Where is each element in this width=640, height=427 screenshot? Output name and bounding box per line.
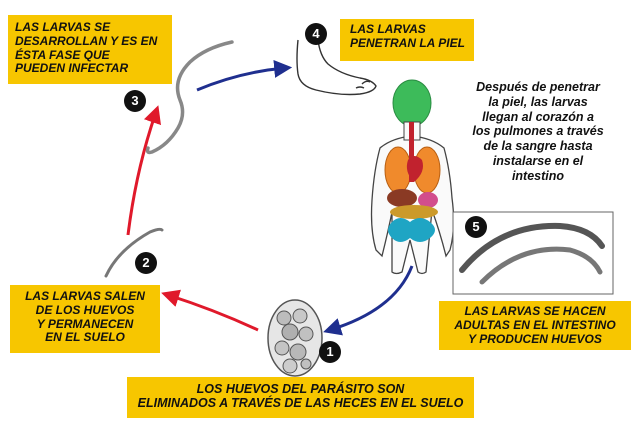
larva-stage-3-illustration	[145, 40, 234, 155]
step-5-line-1: LAS LARVAS SE HACEN	[464, 304, 606, 318]
migration-description: Después de penetrar la piel, las larvas …	[458, 80, 618, 183]
step-2-line-1: LAS LARVAS SALEN	[25, 289, 145, 303]
step-2-label: LAS LARVAS SALEN DE LOS HUEVOS Y PERMANE…	[10, 285, 160, 353]
step-4-label: LAS LARVAS PENETRAN LA PIEL	[340, 19, 474, 61]
step-5-label: LAS LARVAS SE HACEN ADULTAS EN EL INTEST…	[439, 301, 631, 350]
step-5-line-3: Y PRODUCEN HUEVOS	[468, 331, 602, 346]
step-3-line-3: ÉSTA FASE QUE	[15, 47, 110, 62]
step-5-line-2: ADULTAS EN EL INTESTINO	[454, 317, 616, 332]
step-3-line-1: LAS LARVAS SE	[15, 20, 111, 34]
arrow-3-to-4	[196, 59, 293, 92]
step-2-badge: 2	[135, 252, 157, 274]
larva-stage-2-illustration	[104, 227, 164, 278]
description-line: llegan al corazón a	[482, 109, 594, 124]
step-3-badge: 3	[124, 90, 146, 112]
egg-illustration	[267, 299, 323, 377]
step-2-line-4: EN EL SUELO	[45, 330, 125, 345]
step-3-line-2: DESARROLLAN Y ES EN	[15, 33, 158, 48]
adult-worm-illustration-2	[479, 246, 603, 285]
human-body-illustration	[370, 79, 455, 275]
arrow-5-to-1	[323, 265, 414, 336]
step-4-line-2: PENETRAN LA PIEL	[350, 35, 465, 50]
arrow-2-to-3	[126, 105, 161, 236]
step-1-line-1: LOS HUEVOS DEL PARÁSITO SON	[196, 382, 405, 396]
step-1-badge: 1	[319, 341, 341, 363]
description-line: de la sangre hasta	[483, 139, 593, 153]
step-2-line-2: DE LOS HUEVOS	[35, 302, 135, 317]
step-2-line-3: Y PERMANECEN	[36, 316, 134, 331]
step-4-line-1: LAS LARVAS	[350, 22, 426, 36]
step-1-line-2: ELIMINADOS A TRAVÉS DE LAS HECES EN EL S…	[137, 396, 464, 411]
step-4-badge: 4	[305, 23, 327, 45]
step-1-label: LOS HUEVOS DEL PARÁSITO SON ELIMINADOS A…	[127, 377, 474, 418]
adult-worm-illustration	[459, 222, 605, 273]
foot-illustration	[296, 39, 377, 96]
description-line: instalarse en el	[492, 153, 584, 168]
description-line: intestino	[511, 168, 565, 183]
step-5-badge: 5	[465, 216, 487, 238]
step-3-line-4: PUEDEN INFECTAR	[15, 61, 129, 76]
description-line: la piel, las larvas	[488, 94, 588, 109]
description-line: Después de penetrar	[476, 80, 600, 94]
arrow-1-to-2	[161, 289, 259, 332]
description-line: los pulmones a través	[472, 124, 604, 139]
step-3-label: LAS LARVAS SE DESARROLLAN Y ES EN ÉSTA F…	[8, 15, 172, 84]
